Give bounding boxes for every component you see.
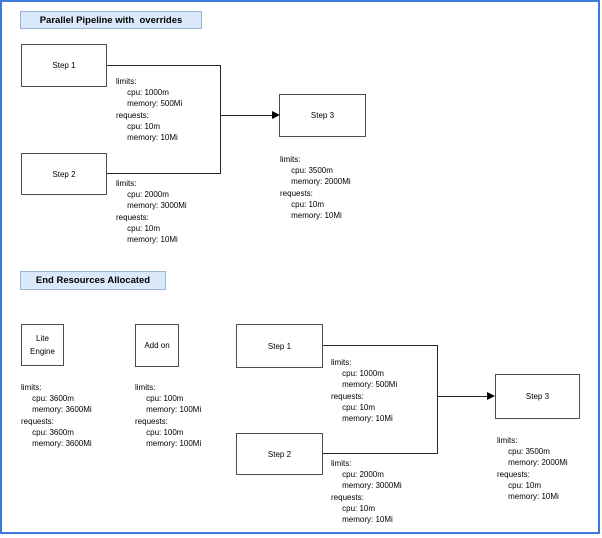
resources-bottom-step-1: limits: cpu: 1000m memory: 500Mi request… <box>331 358 398 424</box>
node-top-step-1: Step 1 <box>21 44 107 87</box>
node-top-step-1-label: Step 1 <box>52 61 76 70</box>
connector-bottom-step2-to-junction <box>323 453 438 454</box>
resources-top-step-1: limits: cpu: 1000m memory: 500Mi request… <box>116 77 183 143</box>
section-title-end-resources: End Resources Allocated <box>20 271 166 290</box>
connector-top-junction-to-step3 <box>221 115 273 116</box>
node-top-step-2-label: Step 2 <box>52 169 76 179</box>
node-top-step-2: Step 2 <box>21 153 107 195</box>
connector-bottom-junction-vertical <box>437 345 438 454</box>
node-top-step-3: Step 3 <box>279 94 366 137</box>
connector-bottom-junction-to-step3 <box>438 396 488 397</box>
node-bottom-step-3-label: Step 3 <box>525 392 550 401</box>
connector-top-step1-to-junction <box>107 65 221 66</box>
connector-top-junction-vertical <box>220 65 221 174</box>
arrowhead-icon <box>487 392 495 400</box>
node-lite-engine-label: Lite Engine <box>30 334 55 356</box>
node-add-on-label: Add on <box>144 341 170 350</box>
node-top-step-3-label: Step 3 <box>310 111 335 120</box>
node-bottom-step-1: Step 1 <box>236 324 323 368</box>
arrowhead-icon <box>272 111 280 119</box>
node-bottom-step-2-label: Step 2 <box>267 449 292 459</box>
resources-lite-engine: limits: cpu: 3600m memory: 3600Mi reques… <box>21 383 92 449</box>
node-lite-engine: Lite Engine <box>21 324 64 366</box>
section-title-parallel-pipeline: Parallel Pipeline with overrides <box>20 11 202 29</box>
node-add-on: Add on <box>135 324 179 367</box>
node-bottom-step-2: Step 2 <box>236 433 323 475</box>
resources-bottom-step-3: limits: cpu: 3500m memory: 2000Mi reques… <box>497 436 568 502</box>
resources-top-step-2: limits: cpu: 2000m memory: 3000Mi reques… <box>116 179 187 245</box>
node-bottom-step-3: Step 3 <box>495 374 580 419</box>
resources-add-on: limits: cpu: 100m memory: 100Mi requests… <box>135 383 202 449</box>
resources-top-step-3: limits: cpu: 3500m memory: 2000Mi reques… <box>280 155 351 221</box>
connector-bottom-step1-to-junction <box>323 345 438 346</box>
node-bottom-step-1-label: Step 1 <box>267 341 292 351</box>
resources-bottom-step-2: limits: cpu: 2000m memory: 3000Mi reques… <box>331 459 402 525</box>
connector-top-step2-to-junction <box>107 173 221 174</box>
